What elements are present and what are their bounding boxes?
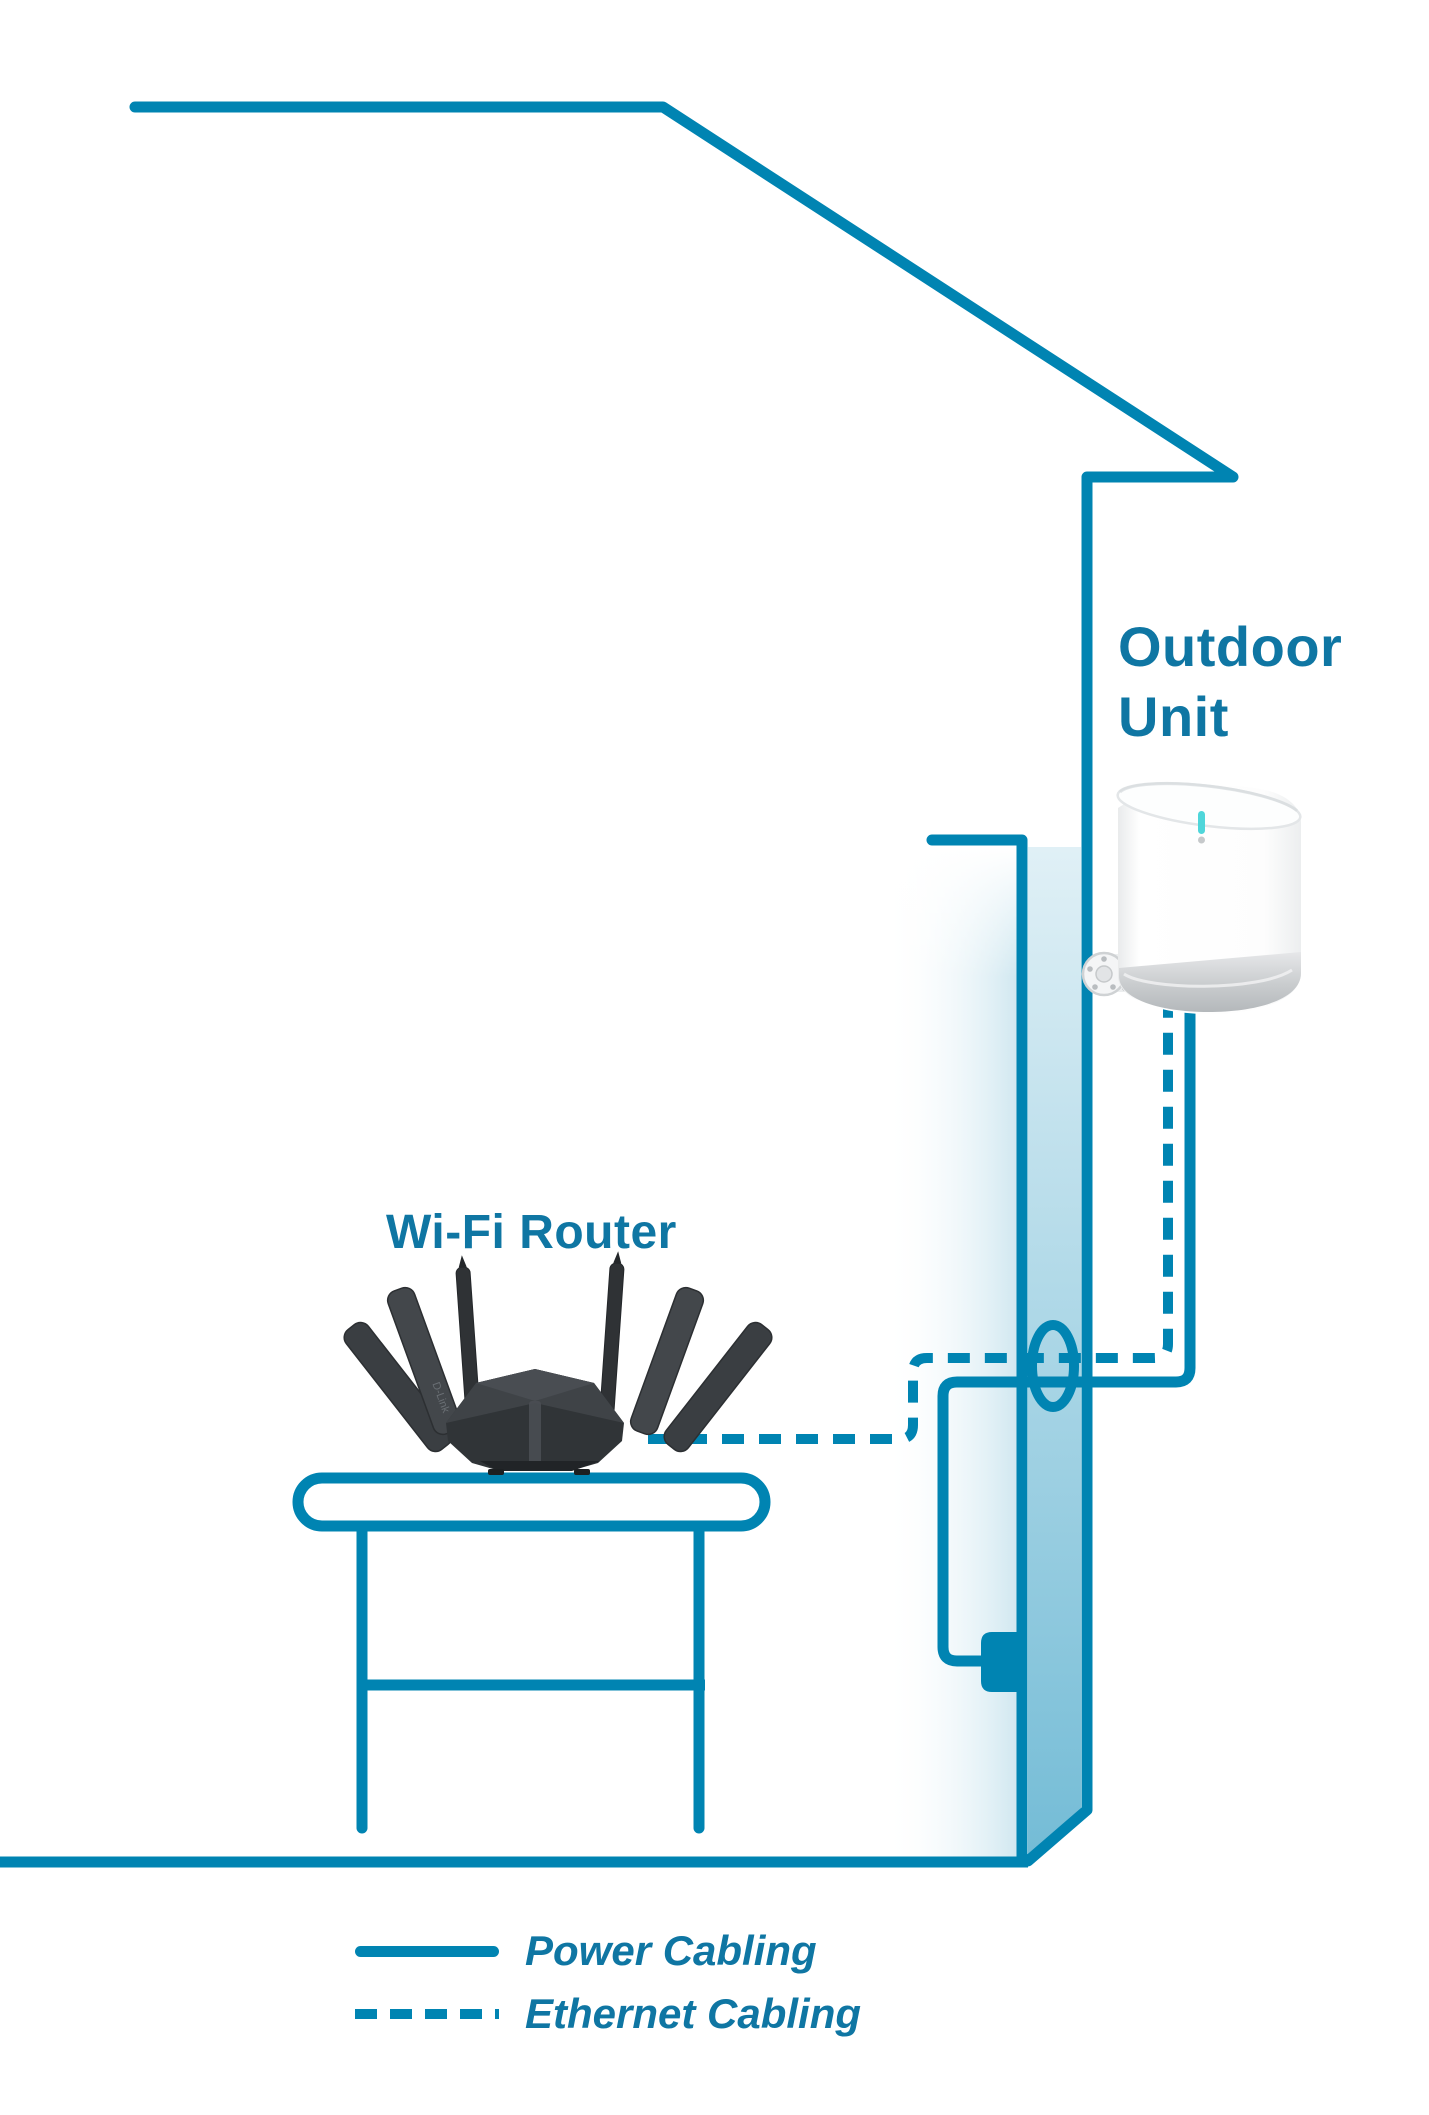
- antenna-blade-right: [629, 1286, 705, 1436]
- router-bottom-vent: [480, 1461, 600, 1471]
- bracket-hole: [1092, 984, 1098, 990]
- antenna-rod-left-tip: [458, 1255, 467, 1268]
- router-top-highlight: [476, 1369, 594, 1401]
- power-cable-line: [937, 999, 1196, 1667]
- unit-button-dot: [1198, 836, 1205, 844]
- legend-item-power: Power Cabling: [355, 1927, 817, 1974]
- bracket-hole: [1110, 984, 1116, 990]
- legend-item-ethernet: Ethernet Cabling: [355, 1990, 862, 2037]
- router-foot-left: [488, 1469, 504, 1475]
- table-top: [292, 1472, 771, 1532]
- bracket-hole: [1101, 956, 1107, 962]
- antenna-blade-far-left: [343, 1321, 453, 1453]
- router-device: D-Link: [343, 1251, 773, 1475]
- interior-wall-glow-fade: [885, 848, 1019, 978]
- legend-label-ethernet: Ethernet Cabling: [525, 1990, 862, 2037]
- antenna-rod-right-tip: [613, 1251, 622, 1264]
- wall-hole: [1027, 1320, 1079, 1412]
- unit-top-rim-shadow: [1118, 782, 1299, 812]
- unit-base-cap: [1119, 952, 1301, 1012]
- bracket-hub: [1095, 965, 1113, 983]
- wall-cavity-fill: [1028, 847, 1081, 1856]
- outdoor-unit-label-line1: Outdoor: [1118, 615, 1343, 678]
- router-body: [446, 1369, 624, 1475]
- router-foot-right: [574, 1469, 590, 1475]
- status-led: [1198, 811, 1205, 834]
- solid-line-sample: [355, 1945, 499, 1957]
- antenna-blade-far-right: [663, 1321, 773, 1453]
- antenna-rod-right: [599, 1262, 625, 1416]
- ethernet-cable-line: [648, 1005, 1173, 1444]
- table: [292, 1472, 771, 1834]
- outdoor-unit-device: [1081, 781, 1302, 1014]
- bracket-hole: [1087, 966, 1093, 972]
- house-outline: [129, 101, 1239, 1867]
- router-antennas: D-Link: [343, 1251, 773, 1453]
- outdoor-unit-label: Outdoor Unit: [1118, 612, 1342, 752]
- power-outlet: [981, 1632, 1021, 1692]
- outdoor-unit-label-line2: Unit: [1118, 685, 1229, 748]
- unit-base-highlight: [1123, 968, 1293, 988]
- dashed-line-sample: [355, 2009, 499, 2019]
- router-front-strip: [529, 1401, 541, 1471]
- interior-wall-line: [926, 834, 1028, 1864]
- legend-label-power: Power Cabling: [525, 1927, 817, 1974]
- wifi-router-label: Wi-Fi Router: [386, 1206, 677, 1259]
